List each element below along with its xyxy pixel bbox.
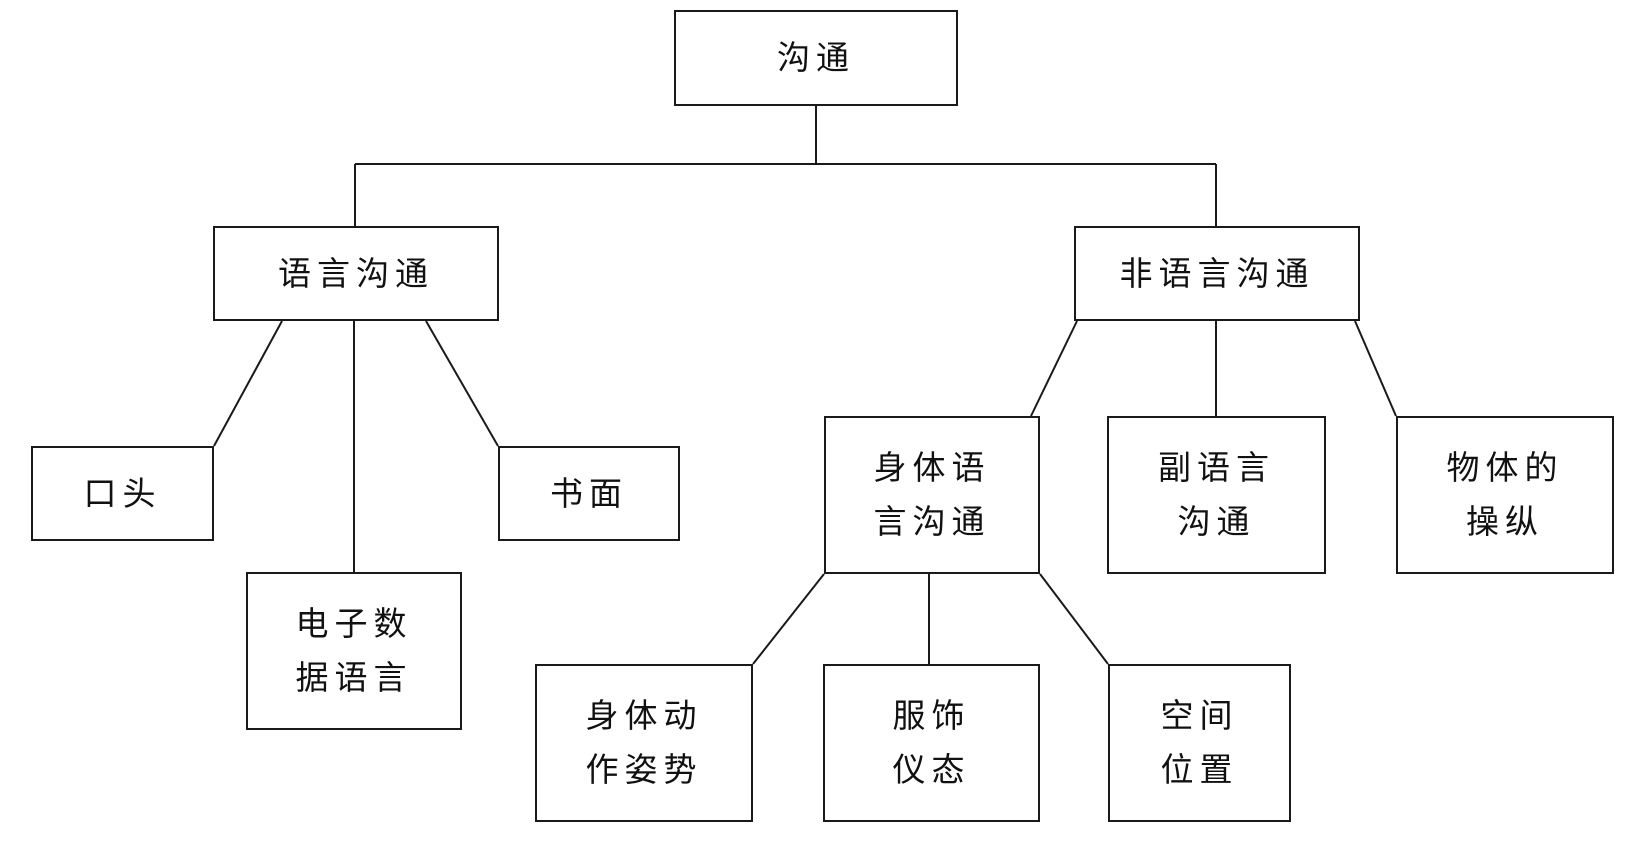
node-label-line1: 身体语 [873,448,991,487]
node-written: 书面 [498,446,680,541]
node-electronic-data-language: 电子数 据语言 [246,572,462,730]
node-label-line2: 位置 [1160,750,1239,789]
connector-nonverbal-object [1354,320,1397,417]
node-body-language: 身体语 言沟通 [824,416,1040,574]
node-paralanguage: 副语言 沟通 [1107,416,1326,574]
node-root: 沟通 [674,10,958,106]
node-attire-demeanor: 服饰 仪态 [823,664,1040,822]
node-label-line2: 据语言 [295,658,413,697]
node-oral: 口头 [31,446,214,541]
node-label-line2: 沟通 [1177,502,1256,541]
node-label: 口头 [83,473,162,513]
node-label-line1: 副语言 [1158,448,1275,487]
node-object-manipulation: 物体的 操纵 [1396,416,1614,574]
node-label: 书面 [550,473,628,513]
node-label-line2: 仪态 [892,750,971,789]
connector-body-space [1039,573,1109,665]
node-nonverbal: 非语言沟通 [1074,226,1360,321]
node-body-movement-posture: 身体动 作姿势 [535,664,753,822]
node-label-line1: 身体动 [585,696,703,735]
node-label-line1: 空间 [1160,696,1239,735]
connector-body-gesture [752,573,825,665]
node-label-line1: 服饰 [892,696,971,735]
node-label: 非语言沟通 [1119,253,1315,293]
connector-nonverbal-body [1030,320,1078,417]
node-label-line2: 言沟通 [873,502,991,541]
connector-verbal-oral [213,320,283,447]
node-label-line1: 电子数 [295,604,413,643]
node-verbal: 语言沟通 [213,226,499,321]
node-label-line1: 物体的 [1446,448,1564,487]
node-label: 沟通 [777,38,855,77]
node-label-line2: 作姿势 [585,750,703,789]
node-label: 语言沟通 [278,253,434,293]
node-spatial-position: 空间 位置 [1108,664,1291,822]
connector-verbal-written [425,320,499,447]
node-label-line2: 操纵 [1466,502,1544,541]
